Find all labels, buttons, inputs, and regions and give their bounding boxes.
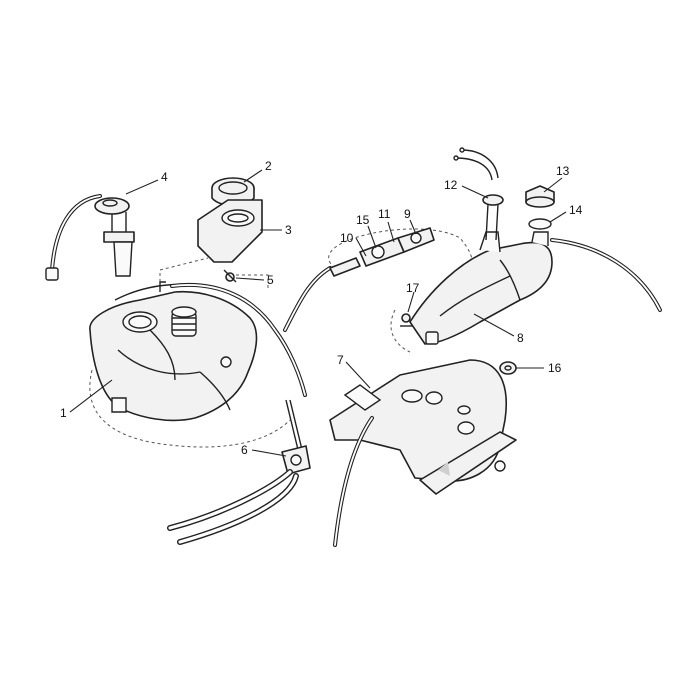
- callout-6: 6: [241, 443, 248, 457]
- callout-14: 14: [569, 203, 583, 217]
- fuel-gauge-sender: [45, 194, 135, 281]
- inline-filter-assembly: [283, 227, 435, 332]
- oil-cap-seal: [528, 218, 552, 230]
- callout-15: 15: [356, 213, 370, 227]
- screw: [223, 269, 237, 283]
- callout-5: 5: [267, 273, 274, 287]
- callout-16: 16: [548, 361, 562, 375]
- callout-1: 1: [60, 406, 67, 420]
- callout-11: 11: [378, 207, 391, 221]
- leader-lines: [69, 169, 567, 457]
- oil-cap: [525, 185, 555, 208]
- callout-10: 10: [340, 231, 354, 245]
- callout-7: 7: [337, 353, 344, 367]
- callout-8: 8: [517, 331, 524, 345]
- callout-2: 2: [265, 159, 272, 173]
- fuel-tap: [167, 399, 311, 545]
- bolt: [400, 313, 412, 327]
- callout-4: 4: [161, 170, 168, 184]
- callout-labels: 1 2 3 4 5 6 7 8 9 10 11 12 13 14 15 16 1…: [60, 159, 583, 457]
- oil-tank: [409, 231, 662, 345]
- tank-hose: [170, 283, 307, 397]
- callout-12: 12: [444, 178, 458, 192]
- grommet: [499, 361, 517, 375]
- callout-13: 13: [556, 164, 570, 178]
- callout-9: 9: [404, 207, 411, 221]
- dashed-guides: [89, 228, 473, 448]
- filler-gasket: [197, 199, 263, 263]
- callout-17: 17: [406, 281, 420, 295]
- callout-3: 3: [285, 223, 292, 237]
- fuel-tank: [89, 281, 258, 422]
- tank-cover-panel: [329, 359, 517, 547]
